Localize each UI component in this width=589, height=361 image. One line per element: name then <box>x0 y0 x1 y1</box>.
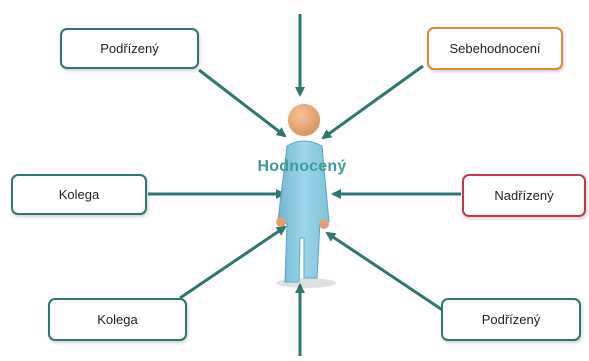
figure-hand-right <box>319 219 329 229</box>
figure-head <box>288 104 320 136</box>
arrow-top-right <box>321 64 424 140</box>
evaluated-person-label: Hodnocený <box>257 158 347 175</box>
arrow-top-left <box>198 68 287 138</box>
person-figure <box>276 104 336 288</box>
box-colleague-bottom: Kolega <box>48 298 187 341</box>
figure-body <box>277 140 330 283</box>
arrow-bottom-left <box>179 225 287 300</box>
box-colleague-middle: Kolega <box>11 174 147 215</box>
arrows <box>148 14 461 356</box>
box-subordinate-bottom: Podřízený <box>441 298 581 341</box>
box-subordinate-top: Podřízený <box>60 28 199 69</box>
figure-hand-left <box>276 217 286 227</box>
arrow-bottom-right <box>325 231 445 313</box>
box-self-assessment: Sebehodnocení <box>427 27 563 70</box>
box-superior: Nadřízený <box>462 174 586 217</box>
